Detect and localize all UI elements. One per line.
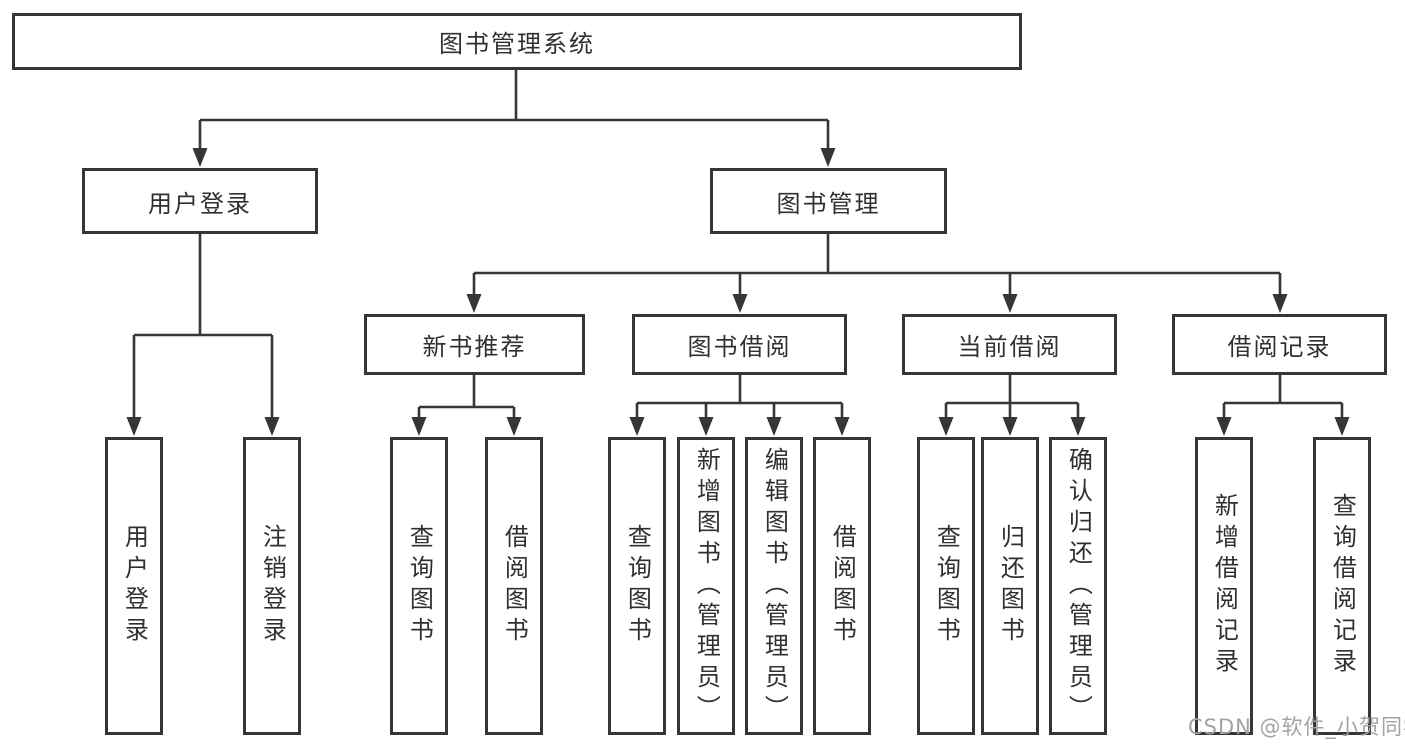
connector-path (132, 68, 1344, 420)
node-label: 图书借阅 (687, 333, 792, 361)
node-user-login: 用户登录 (82, 168, 318, 234)
leaf-label: 归还图书 (996, 524, 1025, 648)
leaf-user-login: 用户登录 (105, 437, 163, 735)
leaf-label: 查询图书 (405, 524, 434, 648)
leaf-label: 新增借阅记录 (1210, 493, 1239, 679)
node-label: 图书管理 (776, 189, 881, 218)
leaf-label: 借阅图书 (828, 524, 857, 648)
leaf-edit-book-admin: 编辑图书（管理员） (745, 437, 803, 735)
leaf-label: 借阅图书 (500, 524, 529, 648)
node-library-system: 图书管理系统 (12, 13, 1022, 70)
leaf-label: 新增图书（管理员） (692, 446, 721, 726)
node-book-borrowing: 图书借阅 (632, 314, 847, 375)
leaf-label: 编辑图书（管理员） (760, 446, 789, 726)
leaf-add-borrow-record: 新增借阅记录 (1195, 437, 1253, 735)
node-book-management: 图书管理 (710, 168, 947, 234)
node-label: 图书管理系统 (439, 30, 595, 58)
node-current-borrowing: 当前借阅 (902, 314, 1117, 375)
leaf-borrow-books-borrowing: 借阅图书 (813, 437, 871, 735)
leaf-label: 查询图书 (623, 524, 652, 648)
leaf-query-borrow-record: 查询借阅记录 (1313, 437, 1371, 735)
leaf-label: 查询图书 (932, 524, 961, 648)
node-label: 借阅记录 (1227, 333, 1332, 361)
leaf-label: 注销登录 (258, 524, 287, 648)
leaf-label: 用户登录 (120, 524, 149, 648)
leaf-borrow-books-recommend: 借阅图书 (485, 437, 543, 735)
leaf-query-books-borrowing: 查询图书 (608, 437, 666, 735)
node-borrowing-records: 借阅记录 (1172, 314, 1387, 375)
leaf-query-books-recommend: 查询图书 (390, 437, 448, 735)
node-new-book-recommendation: 新书推荐 (364, 314, 585, 375)
leaf-add-book-admin: 新增图书（管理员） (677, 437, 735, 735)
node-label: 新书推荐 (422, 333, 527, 361)
watermark-text: CSDN @软件_小贺同学 (1188, 715, 1405, 739)
leaf-label: 确认归还（管理员） (1064, 446, 1093, 726)
leaf-return-book: 归还图书 (981, 437, 1039, 735)
leaf-logout-login: 注销登录 (243, 437, 301, 735)
leaf-label: 查询借阅记录 (1328, 493, 1357, 679)
leaf-confirm-return-admin: 确认归还（管理员） (1049, 437, 1107, 735)
leaf-query-books-current: 查询图书 (917, 437, 975, 735)
node-label: 用户登录 (148, 189, 252, 218)
node-label: 当前借阅 (957, 333, 1062, 361)
